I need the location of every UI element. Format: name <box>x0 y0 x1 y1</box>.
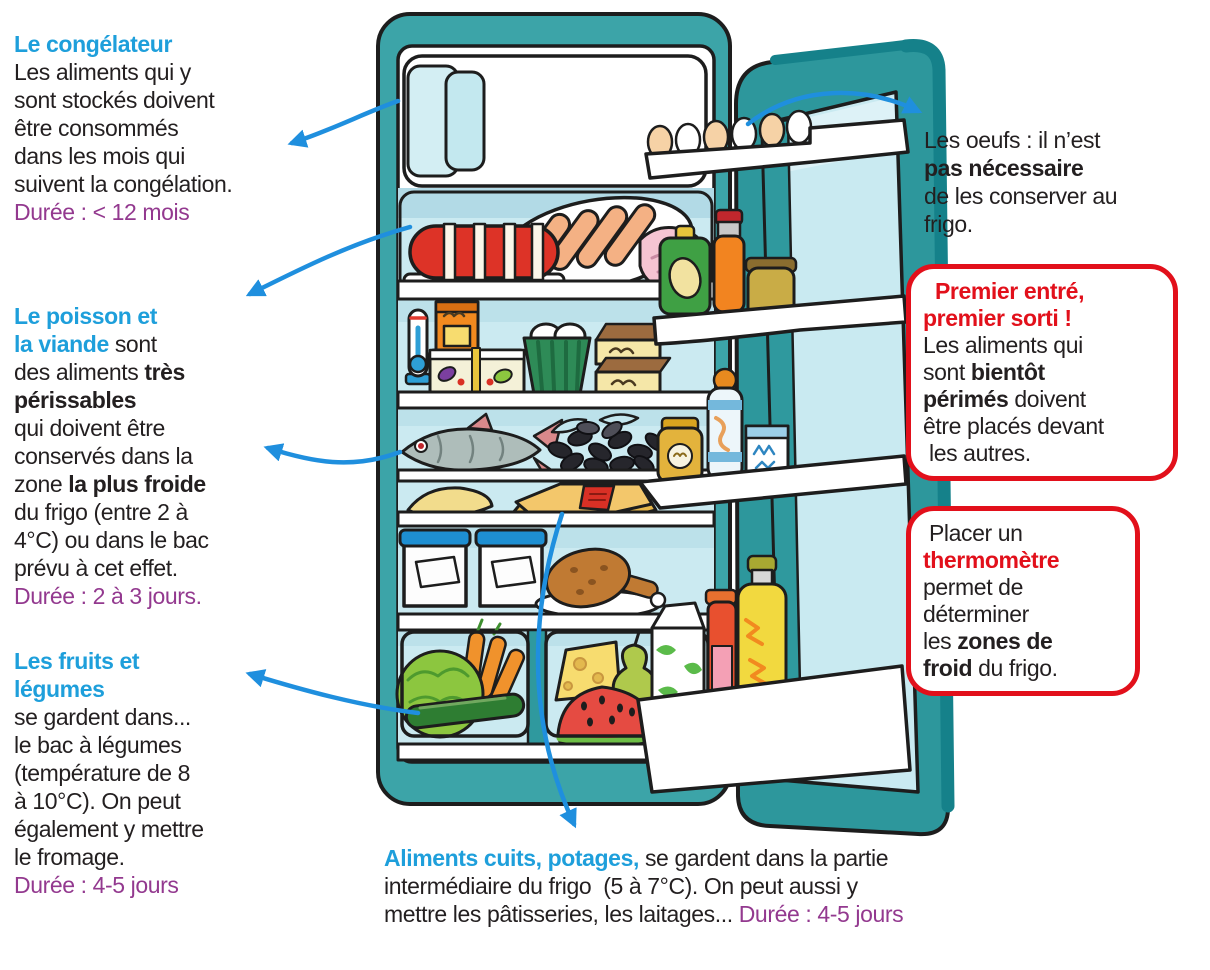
shelf-pastry <box>396 482 716 528</box>
door-shelf-condiments <box>652 208 908 346</box>
water-bottle <box>706 367 744 482</box>
shelf-meat <box>396 190 716 301</box>
mussels <box>547 413 666 475</box>
orange-bottle <box>712 208 746 314</box>
storage-box <box>474 528 548 608</box>
arrow-freezer <box>287 98 401 148</box>
fridge-door <box>636 39 955 837</box>
arrow-eggs <box>745 90 923 127</box>
green-jar <box>658 224 712 316</box>
annotation-cooked-foods: Aliments cuits, potages, se gardent dans… <box>384 845 904 927</box>
storage-box <box>398 528 472 608</box>
yogurt-pots <box>428 347 526 397</box>
freezer-compartment <box>402 54 708 188</box>
butter-boxes <box>594 322 672 396</box>
drawer-left <box>400 630 530 738</box>
ice-tray <box>406 64 486 178</box>
cheese-wedge <box>554 640 622 702</box>
egg <box>758 112 786 148</box>
arrow-fish <box>263 443 403 465</box>
door-shelf-middle <box>638 367 908 510</box>
mustard-jar <box>656 416 704 484</box>
shelf-board <box>396 510 716 528</box>
shelf-boxes <box>396 528 716 632</box>
egg <box>785 109 813 145</box>
arrows <box>245 90 923 829</box>
door-bottom-bin <box>636 554 912 794</box>
thermometer <box>404 308 432 386</box>
shelf-board <box>396 390 716 410</box>
cucumber <box>404 692 526 730</box>
roast-meat <box>402 222 566 288</box>
shelf-fish <box>396 412 716 483</box>
arrow-cooked-foods <box>535 511 577 829</box>
egg-basket <box>522 322 592 396</box>
shelf-dairy <box>396 300 716 410</box>
arrow-vegetables <box>245 669 421 716</box>
roast-chicken <box>534 547 667 619</box>
door-egg-tray <box>644 109 910 180</box>
arrow-meat <box>245 224 413 297</box>
callout-first-in-first-out: Premier entré,premier sorti !Les aliment… <box>906 264 1178 481</box>
